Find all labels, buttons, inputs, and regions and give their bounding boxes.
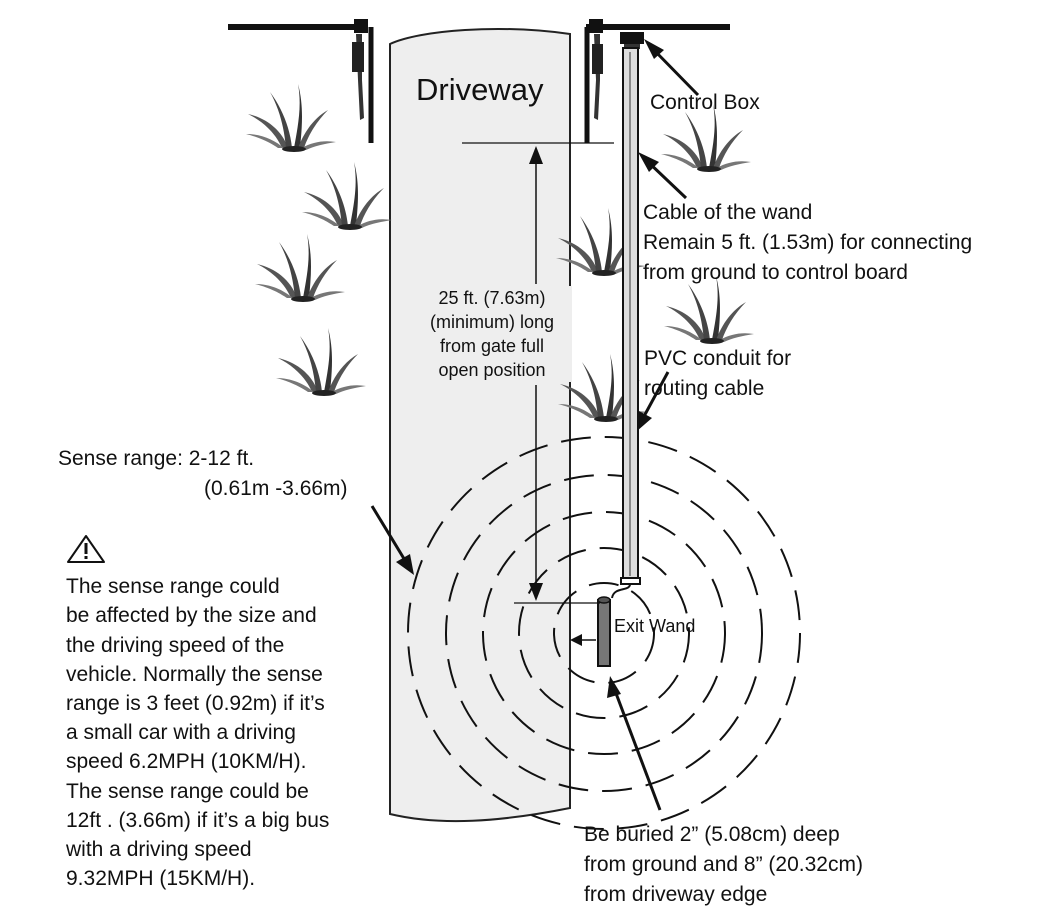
warning-line: range is 3 feet (0.92m) if it’s — [66, 692, 325, 716]
distance-line: (minimum) long — [429, 312, 555, 332]
distance-dimension — [462, 142, 614, 604]
warning-line: the driving speed of the — [66, 633, 285, 657]
offset-arrow — [570, 634, 596, 646]
warning-line: speed 6.2MPH (10KM/H). — [66, 750, 307, 774]
cable-line: from ground to control board — [643, 261, 908, 284]
warning-line: The sense range could be — [66, 779, 309, 803]
cable-line: Remain 5 ft. (1.53m) for connecting — [643, 231, 973, 254]
gate-left — [228, 19, 374, 143]
gate-right — [584, 19, 730, 143]
warning-line: The sense range could — [66, 575, 280, 599]
control-box — [620, 32, 644, 49]
warning-line: 12ft . (3.66m) if it’s a big bus — [66, 808, 330, 832]
driveway-label: Driveway — [416, 72, 544, 107]
distance-line: 25 ft. (7.63m) — [438, 288, 546, 308]
cable-line: Cable of the wand — [643, 201, 813, 224]
distance-line: open position — [438, 360, 546, 380]
conduit-line: routing cable — [644, 377, 765, 400]
driveway — [389, 28, 571, 823]
conduit-line: PVC conduit for — [644, 347, 792, 370]
warning-note: The sense range could be affected by the… — [66, 534, 329, 893]
warning-line: 9.32MPH (15KM/H). — [66, 867, 256, 891]
conduit-callout: PVC conduit for routing cable — [644, 344, 791, 404]
burial-line: from ground and 8” (20.32cm) — [584, 853, 863, 876]
exit-wand — [597, 596, 611, 667]
sense-range-arcs — [407, 436, 801, 830]
pvc-conduit — [611, 47, 641, 599]
warning-line: be affected by the size and — [66, 604, 317, 628]
warning-line: with a driving speed — [66, 838, 252, 862]
cable-callout: Cable of the wand Remain 5 ft. (1.53m) f… — [643, 198, 972, 288]
callout-arrows — [370, 39, 700, 811]
exit-wand-label: Exit Wand — [614, 616, 696, 636]
burial-line: from driveway edge — [584, 883, 768, 906]
control-box-label: Control Box — [650, 91, 760, 114]
sense-range-line: Sense range: 2-12 ft. — [58, 447, 255, 470]
warning-triangle-icon — [67, 535, 105, 563]
burial-callout: Be buried 2” (5.08cm) deep from ground a… — [584, 820, 863, 910]
warning-line: vehicle. Normally the sense — [66, 662, 323, 686]
sense-range-line: (0.61m -3.66m) — [204, 477, 348, 500]
distance-line: from gate full — [439, 336, 545, 356]
sense-range-label: Sense range: 2-12 ft. (0.61m -3.66m) — [58, 444, 348, 504]
warning-line: a small car with a driving — [66, 721, 296, 745]
burial-line: Be buried 2” (5.08cm) deep — [584, 823, 840, 846]
distance-label: 25 ft. (7.63m) (minimum) long from gate … — [412, 286, 572, 382]
